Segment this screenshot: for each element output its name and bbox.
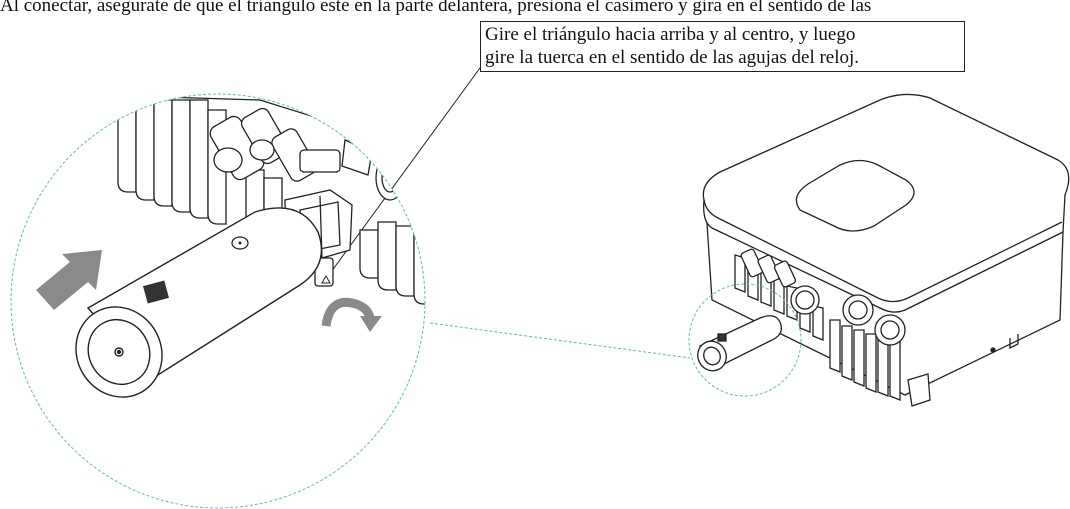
clockwise-rotate-arrow-icon	[321, 297, 382, 332]
callout-line-2: gire la tuerca en el sentido de las aguj…	[485, 47, 860, 68]
alignment-triangle-icon	[321, 274, 331, 284]
zoomed-detail	[75, 94, 425, 398]
zoom-connector-line	[429, 322, 691, 359]
instruction-text: Al conectar, asegúrate de que el triángu…	[0, 0, 872, 16]
zoom-circle	[10, 93, 426, 509]
push-arrow-icon	[36, 250, 102, 310]
inverter-overview	[697, 93, 1070, 407]
callout-line-1: Gire el triángulo hacia arriba y al cent…	[485, 24, 856, 45]
callout-box: Gire el triángulo hacia arriba y al cent…	[480, 21, 965, 72]
detail-indicator-circle	[688, 283, 802, 397]
